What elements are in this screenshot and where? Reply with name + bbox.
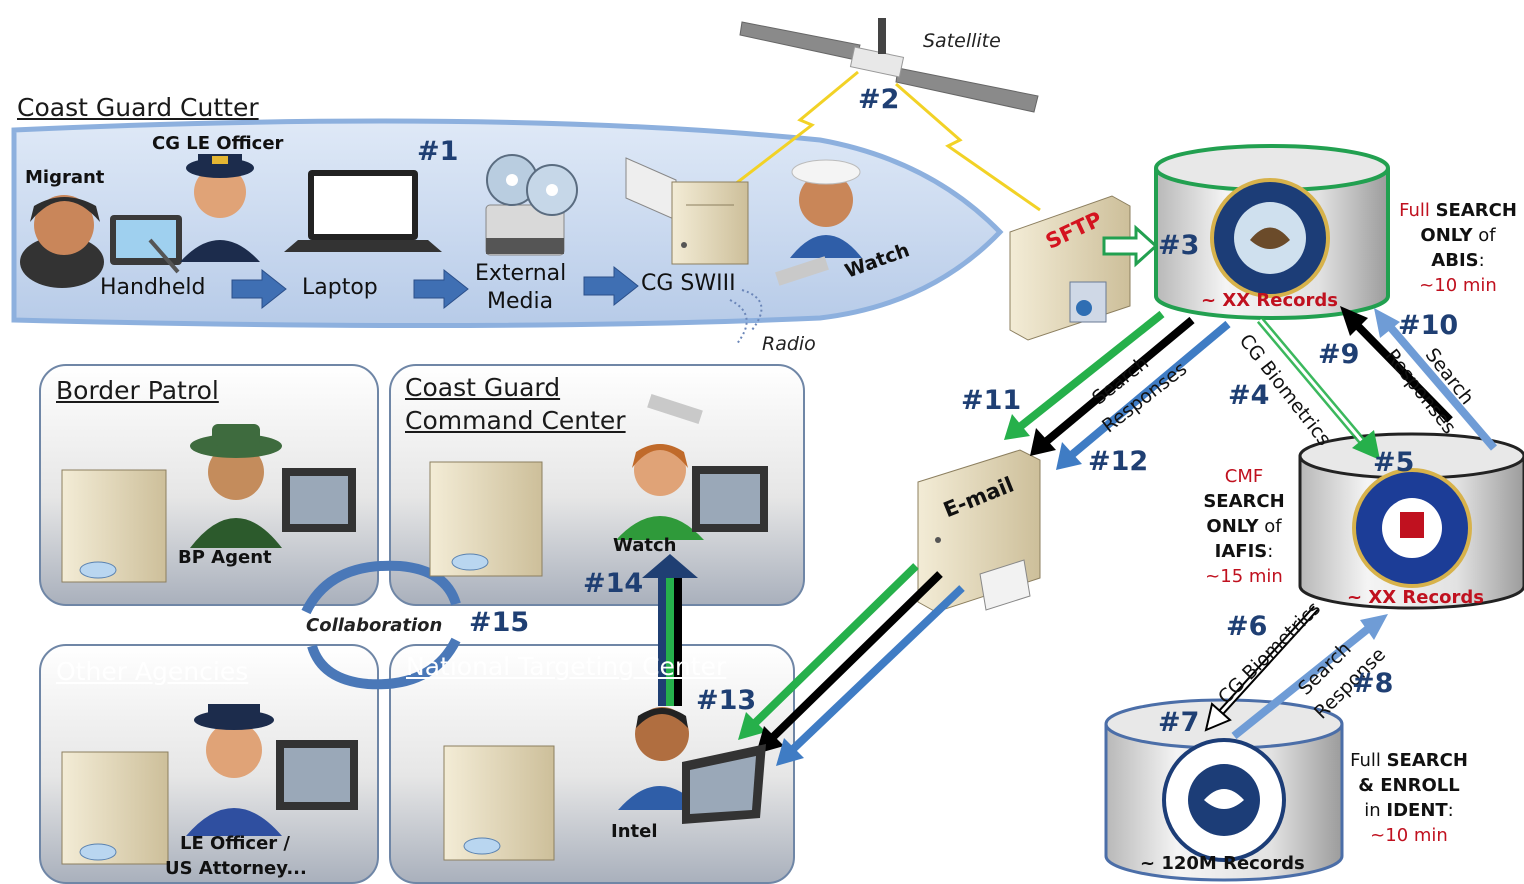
step-1: #1 [417,136,459,167]
iafis-colon: : [1267,541,1274,562]
ident-time: ~10 min [1370,825,1448,846]
email-server-icon [917,449,1041,613]
cutter-flow-arrows [231,265,639,310]
sftp-server-icon [1009,195,1131,341]
cc-server-icon [429,461,543,577]
watch-officer-icon [616,393,768,540]
step-5: #5 [1373,447,1415,478]
cg-le-officer-label: CG LE Officer [152,133,284,154]
bp-agent-icon [190,424,356,548]
satellite-icon [739,18,1039,113]
dhs-database [1104,698,1344,882]
intel-label: Intel [611,821,658,842]
bp-agent-label: BP Agent [178,547,272,568]
le-officer-icon [186,704,358,836]
ntc-server-icon [443,745,555,861]
step-14: #14 [583,568,644,599]
abis-time: ~10 min [1419,275,1497,296]
fbi-records: ~ XX Records [1347,587,1484,608]
le-officer-label-1: LE Officer / [180,833,291,854]
dod-fbi-arrows [1256,306,1498,460]
radio-signal-icon [729,289,763,346]
ident-note: Full SEARCH & ENROLL in IDENT: ~10 min [1344,748,1474,848]
step-11: #11 [961,385,1022,416]
dod-database [1154,144,1390,320]
bp-server-icon [61,469,167,583]
dhs-records: ~ 120M Records [1140,853,1305,874]
iafis-only: ONLY [1206,516,1259,537]
abis-search: SEARCH [1435,200,1517,221]
step-2: #2 [858,84,900,115]
satellite-label: Satellite [923,30,1001,52]
command-center-title-line1: Coast Guard [405,373,561,402]
external-media-icon [485,154,578,256]
step-13: #13 [696,685,757,716]
watch-sailor-icon [775,159,862,286]
radio-label: Radio [762,333,816,355]
email-ntc-arrows [738,563,965,766]
collaboration-label: Collaboration [306,615,443,636]
abis-name: ABIS [1431,250,1479,271]
abis-full: Full [1399,200,1436,221]
step-12: #12 [1088,446,1149,477]
dod-records: ~ XX Records [1201,290,1338,311]
cutter-title: Coast Guard Cutter [17,93,259,122]
iafis-of: of [1258,516,1282,537]
step-8: #8 [1352,668,1394,699]
fbi-database [1298,432,1524,610]
external-media-label-2: Media [487,289,554,314]
iafis-time: ~15 min [1205,566,1283,587]
dod-email-arrows [1004,310,1231,470]
satellite-links [729,70,1041,212]
step-4: #4 [1228,380,1270,411]
step-10: #10 [1398,310,1459,341]
intel-analyst-icon [618,707,766,824]
iafis-cmf: CMF [1224,466,1264,487]
iafis-name: IAFIS [1214,541,1268,562]
abis-only: ONLY [1420,225,1473,246]
external-media-label-1: External [475,261,567,286]
ident-colon: : [1447,800,1454,821]
migrant-icon [20,195,104,288]
sftp-to-dod-arrow [1102,224,1159,268]
cg-swiii-label: CG SWIII [641,271,736,296]
handheld-label: Handheld [100,275,206,300]
ident-enroll: & ENROLL [1358,775,1460,796]
ntc-title: National Targeting Center [406,652,727,681]
step-7: #7 [1158,707,1200,738]
abis-colon: : [1478,250,1485,271]
collaboration-cycle-icon [301,560,461,690]
fbi-dhs-arrows [1204,605,1388,740]
abis-of: of [1472,225,1496,246]
step-3: #3 [1158,230,1200,261]
iafis-search: SEARCH [1203,491,1285,512]
cg-swiii-server-icon [625,157,749,265]
ident-in: in [1364,800,1387,821]
ident-name: IDENT [1386,800,1448,821]
watch-cc-label: Watch [613,535,677,556]
ntc-to-command-arrow [642,554,698,706]
other-agencies-title: Other Agencies [56,657,249,686]
le-officer-label-2: US Attorney... [165,858,307,879]
cg-le-officer-icon [180,154,260,262]
command-center-title-line2: Command Center [405,406,626,435]
handheld-icon [110,215,182,274]
laptop-icon [284,170,442,252]
migrant-label: Migrant [25,167,105,188]
step-9: #9 [1318,339,1360,370]
ident-full: Full [1350,750,1387,771]
step-6: #6 [1226,611,1268,642]
ident-search: SEARCH [1386,750,1468,771]
step-15: #15 [469,607,530,638]
abis-note: Full SEARCH ONLY of ABIS: ~10 min [1394,198,1522,298]
border-patrol-title: Border Patrol [56,376,219,405]
oa-server-icon [61,751,169,865]
iafis-note: CMF SEARCH ONLY of IAFIS: ~15 min [1196,464,1292,589]
laptop-label: Laptop [302,275,378,300]
